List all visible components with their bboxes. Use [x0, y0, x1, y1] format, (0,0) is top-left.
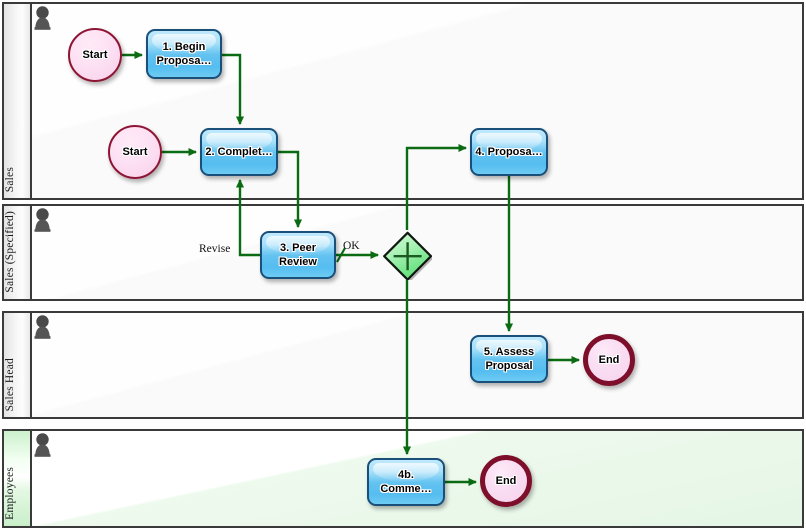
task-1-label: 1. Begin Proposa…: [156, 41, 212, 67]
task-4-proposal[interactable]: 4. Proposa…: [470, 128, 548, 176]
task-4-label: 4. Proposa…: [475, 146, 543, 158]
end-event-1-label: End: [598, 354, 620, 366]
edge-label-revise: Revise: [199, 243, 231, 255]
lane-header-sales-specified[interactable]: Sales (Specified): [4, 206, 32, 299]
task-3-peer-review[interactable]: 3. Peer Review: [260, 231, 336, 279]
lane-sales-head[interactable]: Sales Head: [2, 311, 804, 419]
task-2-complete[interactable]: 2. Complet…: [200, 128, 278, 176]
actor-person-icon: [34, 315, 51, 339]
lane-label-employees: Employees: [4, 467, 16, 520]
lane-label-sales-head: Sales Head: [4, 357, 16, 411]
lane-label-sales: Sales: [4, 166, 16, 192]
end-event-2-label: End: [495, 475, 517, 487]
actor-person-icon: [34, 6, 51, 30]
end-event-2[interactable]: End: [480, 455, 532, 507]
lane-header-sales-head[interactable]: Sales Head: [4, 313, 32, 417]
actor-person-icon: [34, 208, 51, 232]
task-4b-comment[interactable]: 4b. Comme…: [367, 458, 445, 506]
start-event-1[interactable]: Start: [68, 28, 122, 82]
actor-person-icon: [34, 433, 51, 457]
task-4b-label: 4b. Comme…: [380, 469, 432, 495]
edge-label-ok: OK: [343, 240, 360, 252]
task-5-assess-proposal[interactable]: 5. Assess Proposal: [470, 335, 548, 383]
task-1-begin-proposal[interactable]: 1. Begin Proposa…: [146, 29, 222, 79]
end-event-1[interactable]: End: [583, 334, 635, 386]
task-2-label: 2. Complet…: [205, 146, 273, 158]
lane-label-sales-specified: Sales (Specified): [4, 211, 16, 293]
lane-header-employees[interactable]: Employees: [4, 431, 32, 526]
start-event-2-label: Start: [122, 146, 148, 158]
task-5-label: 5. Assess Proposal: [483, 346, 535, 372]
lane-header-sales[interactable]: Sales: [4, 4, 32, 198]
task-3-label: 3. Peer Review: [279, 242, 317, 268]
start-event-2[interactable]: Start: [108, 125, 162, 179]
parallel-gateway-icon[interactable]: [382, 230, 432, 280]
start-event-1-label: Start: [82, 49, 108, 61]
